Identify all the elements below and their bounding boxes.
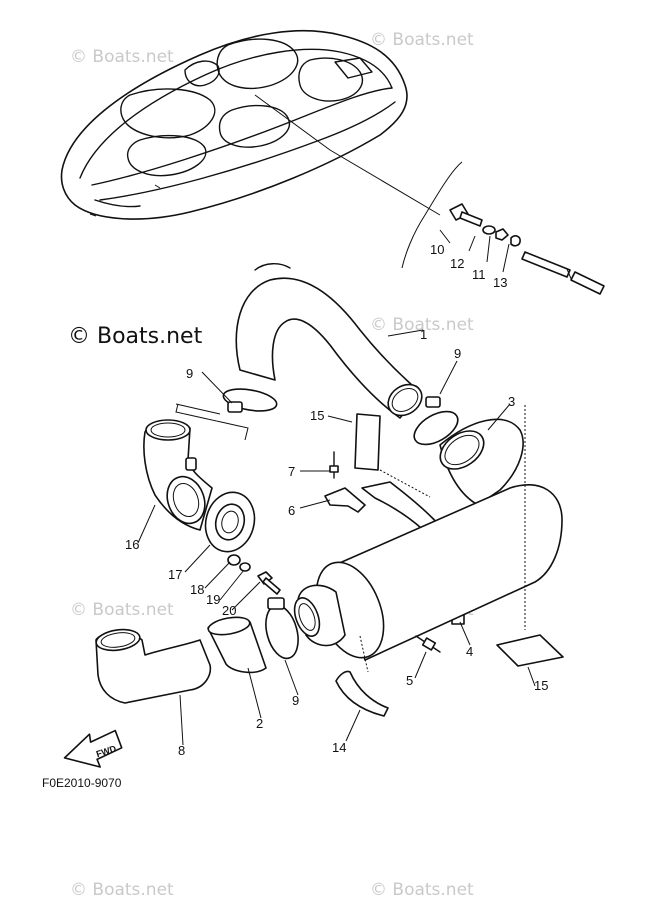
detail-bracket	[401, 161, 463, 269]
callout-17: 17	[168, 567, 182, 582]
part-13-clamp	[510, 235, 521, 247]
part-7-pin	[329, 451, 339, 479]
callout-9-right: 9	[454, 346, 461, 361]
part-6-bracket	[324, 487, 366, 513]
muffler	[293, 484, 563, 661]
callout-10: 10	[430, 242, 444, 257]
callout-numbers: 1 2 3 4 5 6 7 8 9 9 9 10 11 12 13 14 15 …	[125, 242, 548, 758]
watermark-lower-left: © Boats.net	[70, 600, 174, 620]
boat-illustration	[60, 29, 408, 220]
watermark-bottom-right: © Boats.net	[370, 880, 474, 900]
fwd-arrow-icon: FWD	[63, 729, 123, 768]
part-8-elbow-hose	[95, 628, 212, 704]
part-20-bolt	[257, 571, 281, 595]
part-9-clamp-upper	[222, 388, 278, 413]
hose-section	[521, 251, 605, 295]
callout-5: 5	[406, 673, 413, 688]
leader-lines	[137, 229, 536, 746]
part-18-plug	[227, 554, 241, 566]
callout-15-upper: 15	[310, 408, 324, 423]
callout-9-lower: 9	[292, 693, 299, 708]
callout-15-lower: 15	[534, 678, 548, 693]
part-12-washer	[482, 225, 496, 235]
callout-7: 7	[288, 464, 295, 479]
part-10-fitting	[449, 203, 483, 227]
part-11-nut	[495, 228, 509, 241]
watermark-top-right: © Boats.net	[370, 30, 474, 50]
part-15-pad-lower	[496, 634, 564, 667]
figure-code: F0E2010-9070	[42, 776, 122, 790]
part-1-bent-hose	[235, 263, 423, 419]
callout-6: 6	[288, 503, 295, 518]
callout-1: 1	[420, 327, 427, 342]
part-9-clamp-lower	[265, 597, 299, 660]
part-17-flange	[204, 491, 256, 553]
part-15-pad-upper	[354, 413, 381, 471]
part-3-joint-hose	[439, 418, 524, 506]
boat-leader-line	[254, 94, 441, 216]
callout-18: 18	[190, 582, 204, 597]
watermark-mid-right: © Boats.net	[370, 315, 474, 335]
callout-11: 11	[472, 267, 486, 282]
callout-12: 12	[450, 256, 464, 271]
watermark-top-left: © Boats.net	[70, 47, 174, 67]
part-14-strap	[335, 670, 389, 717]
callout-4: 4	[466, 644, 473, 659]
callout-3: 3	[508, 394, 515, 409]
callout-8: 8	[178, 743, 185, 758]
part-19-washer	[239, 562, 251, 572]
watermarks: © Boats.net © Boats.net © Boats.net © Bo…	[68, 30, 474, 900]
part-2-sleeve	[207, 616, 267, 674]
callout-20: 20	[222, 603, 236, 618]
watermark-bottom-left: © Boats.net	[70, 880, 174, 900]
callout-19: 19	[206, 592, 220, 607]
callout-16: 16	[125, 537, 139, 552]
callout-9-upper: 9	[186, 366, 193, 381]
part-16-manifold	[143, 419, 213, 531]
callout-14: 14	[332, 740, 346, 755]
part-9-clamp-right	[413, 396, 459, 446]
callout-13: 13	[493, 275, 507, 290]
watermark-main: © Boats.net	[68, 324, 203, 349]
callout-2: 2	[256, 716, 263, 731]
part-5-bolt	[415, 635, 441, 653]
